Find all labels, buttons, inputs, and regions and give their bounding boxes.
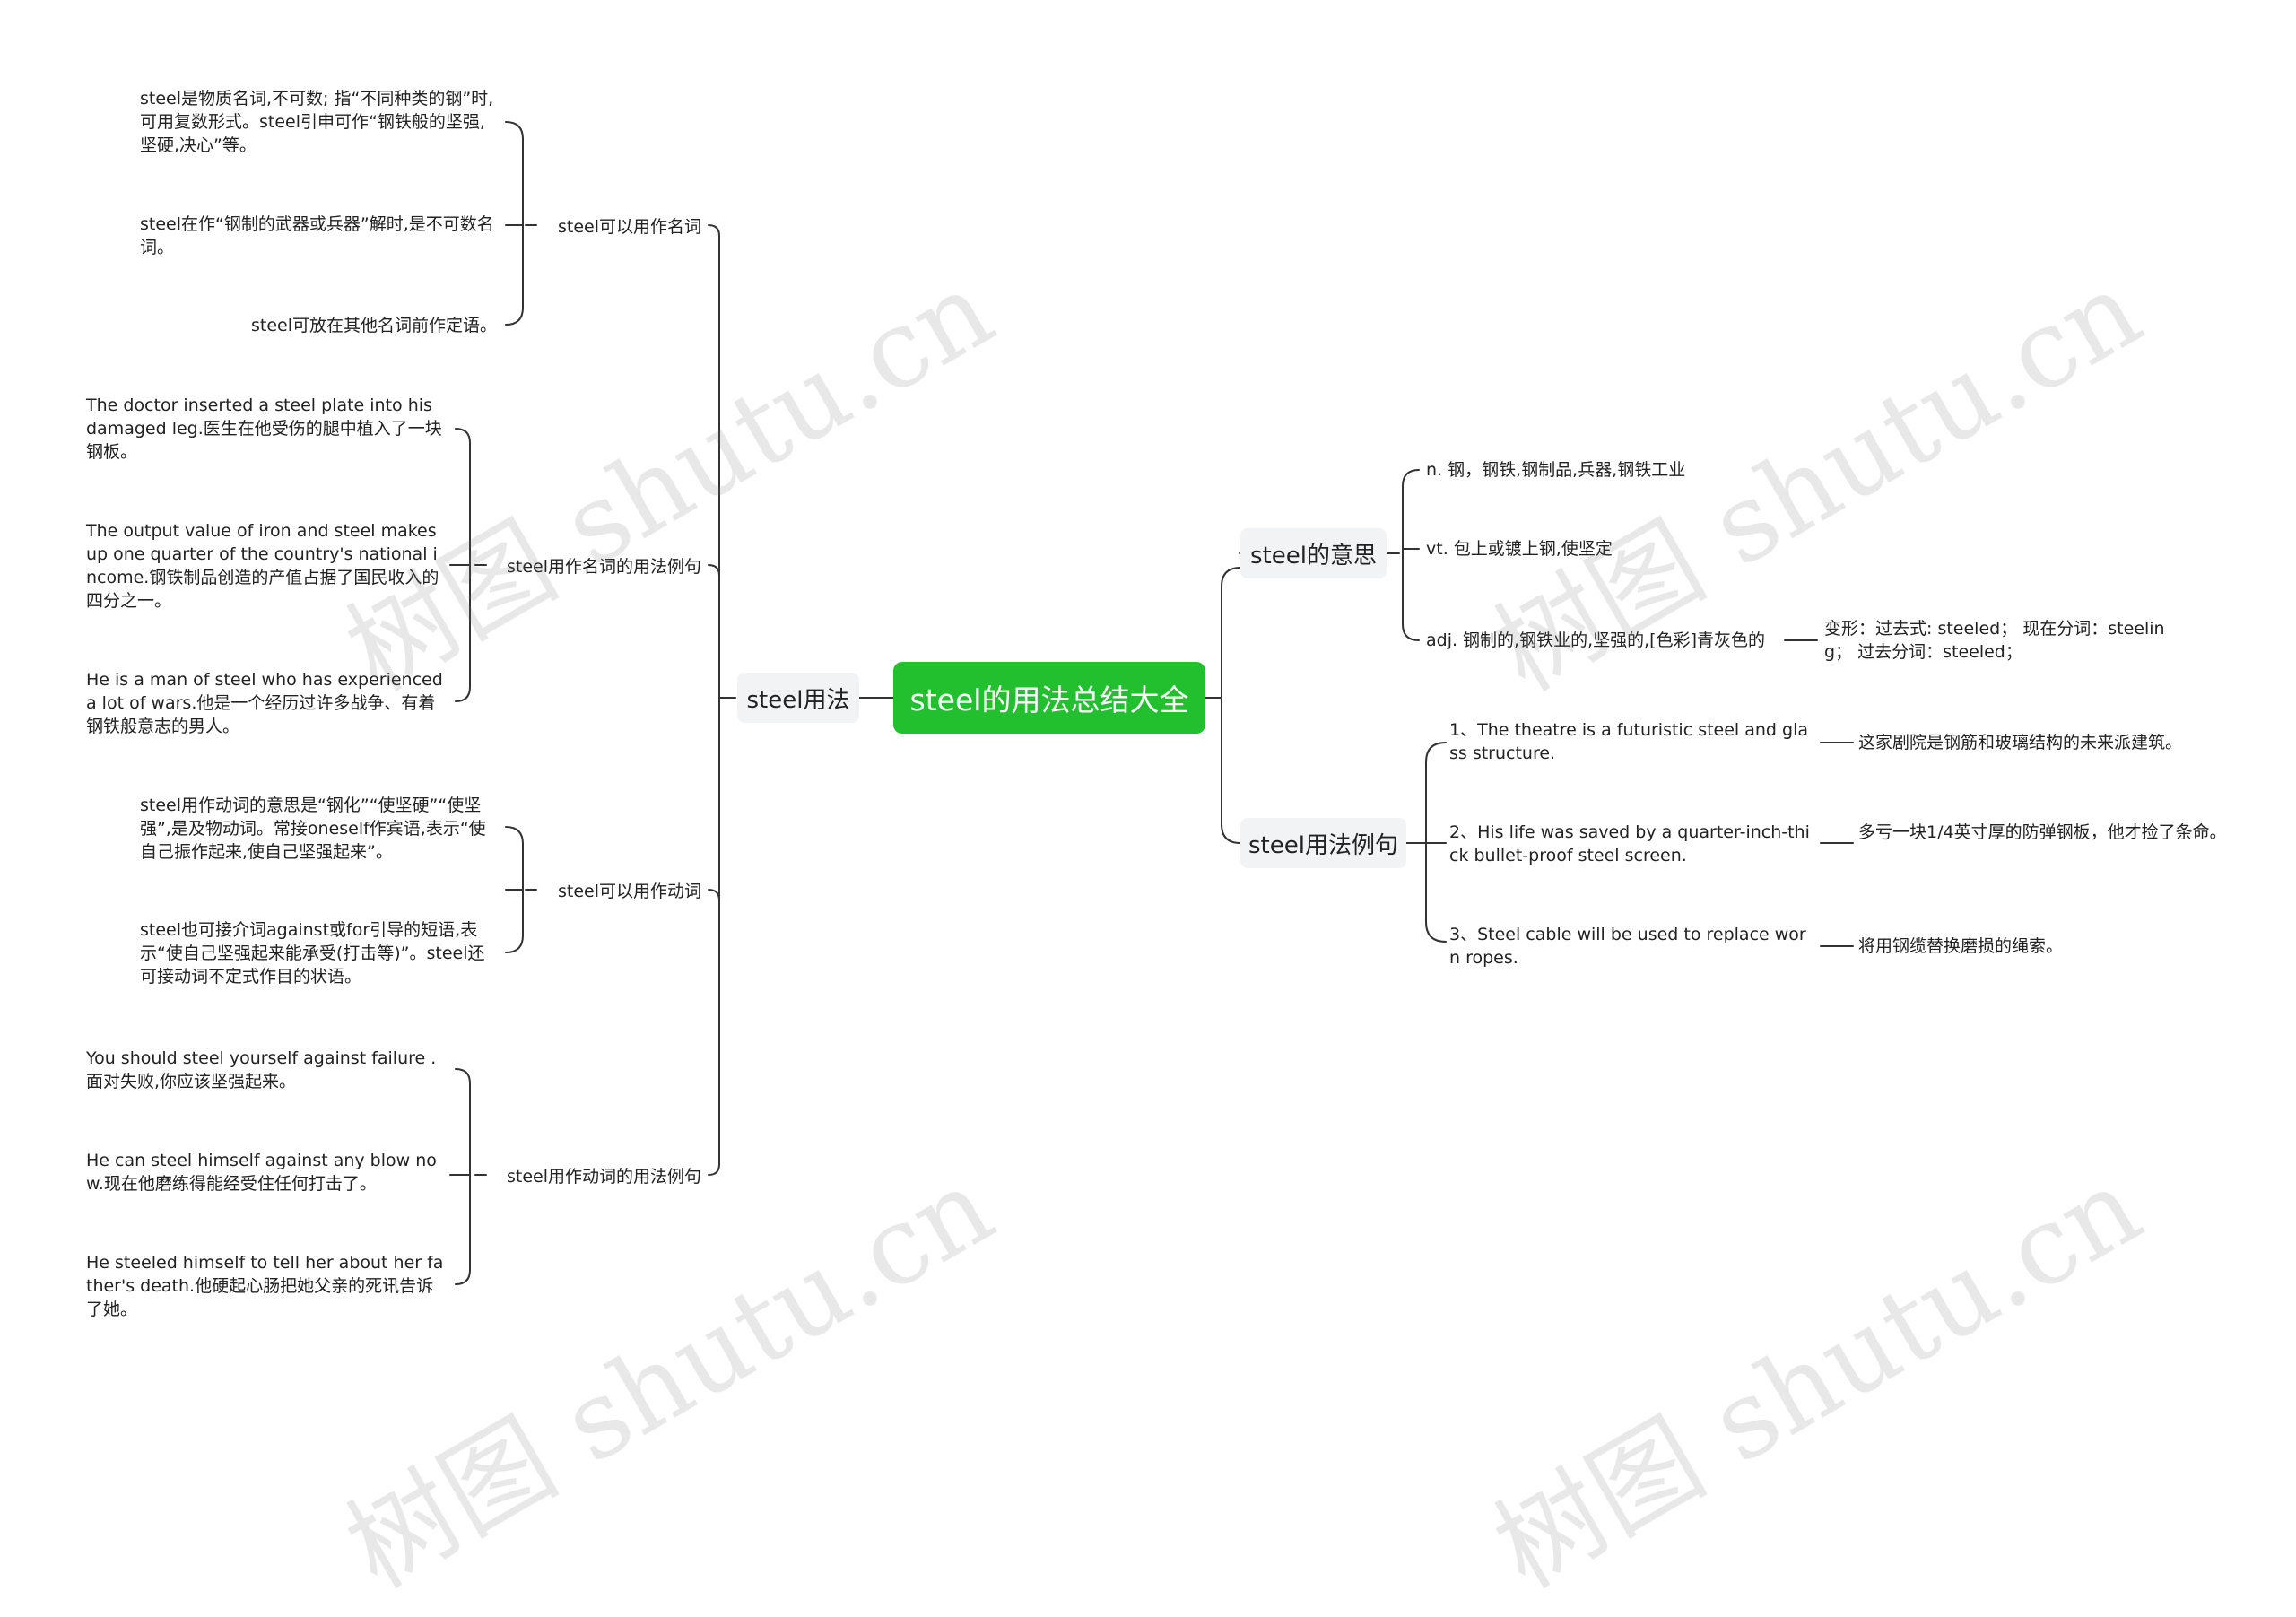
noun-item-1: steel是物质名词,不可数; 指“不同种类的钢”时,可用复数形式。steel引…	[140, 89, 494, 155]
example-3-en: 3、Steel cable will be used to replace wo…	[1449, 925, 1806, 968]
noun-item-3: steel可放在其他名词前作定语。	[250, 316, 497, 335]
verb-example-3: He steeled himself to tell her about her…	[86, 1253, 444, 1319]
verb-example-1: You should steel yourself against failur…	[86, 1048, 437, 1091]
verb-node[interactable]: steel可以用作动词	[557, 882, 701, 901]
noun-example-2: The output value of iron and steel makes…	[86, 521, 439, 611]
verb-item-1: steel用作动词的意思是“钢化”“使坚硬”“使坚强”,是及物动词。常接ones…	[140, 795, 486, 862]
root-node[interactable]: steel的用法总结大全	[893, 662, 1205, 734]
mindmap-canvas: steel的用法总结大全 steel用法 steel可以用作名词 steel用作…	[86, 89, 2227, 1613]
connector-meaning-bracket	[1402, 469, 1420, 641]
connector-lines	[449, 121, 1854, 1285]
verb-item-2: steel也可接介词against或for引导的短语,表示“使自己坚强起来能承受…	[140, 920, 485, 987]
examples-node[interactable]: steel用法例句	[1240, 818, 1406, 868]
meaning-forms: 变形：过去式: steeled； 现在分词：steeling； 过去分词：ste…	[1824, 619, 2165, 662]
example-2-en: 2、His life was saved by a quarter-inch-t…	[1449, 822, 1810, 865]
verb-example-2: He can steel himself against any blow no…	[86, 1151, 437, 1194]
noun-example-1: The doctor inserted a steel plate into h…	[86, 396, 442, 462]
connector-right-spine	[1221, 567, 1241, 844]
example-1-en: 1、The theatre is a futuristic steel and …	[1449, 720, 1809, 763]
meaning-node[interactable]: steel的意思	[1240, 528, 1387, 578]
root-label: steel的用法总结大全	[909, 682, 1189, 717]
meaning-verb: vt. 包上或镀上钢,使坚定	[1426, 539, 1613, 559]
connector-usage-spine	[708, 224, 720, 1176]
verb-examples-node[interactable]: steel用作动词的用法例句	[506, 1167, 701, 1187]
meaning-noun: n. 钢，钢铁,钢制品,兵器,钢铁工业	[1426, 460, 1686, 480]
usage-node[interactable]: steel用法	[737, 673, 859, 723]
connector-noun-bracket	[505, 121, 524, 326]
example-1-zh: 这家剧院是钢筋和玻璃结构的未来派建筑。	[1858, 733, 2183, 752]
meaning-label: steel的意思	[1250, 542, 1377, 569]
example-2-zh: 多亏一块1/4英寸厚的防弹钢板，他才捡了条命。	[1858, 822, 2227, 842]
meaning-adj: adj. 钢制的,钢铁业的,坚强的,[色彩]青灰色的	[1426, 630, 1766, 650]
noun-item-2: steel在作“钢制的武器或兵器”解时,是不可数名词。	[140, 214, 494, 257]
usage-label: steel用法	[746, 686, 850, 714]
examples-label: steel用法例句	[1248, 831, 1398, 859]
example-3-zh: 将用钢缆替换磨损的绳索。	[1858, 936, 2064, 956]
connector-verbex-bracket	[455, 1068, 471, 1285]
noun-examples-node[interactable]: steel用作名词的用法例句	[506, 557, 701, 577]
noun-example-3: He is a man of steel who has experienced…	[86, 670, 443, 736]
noun-node[interactable]: steel可以用作名词	[557, 217, 701, 237]
